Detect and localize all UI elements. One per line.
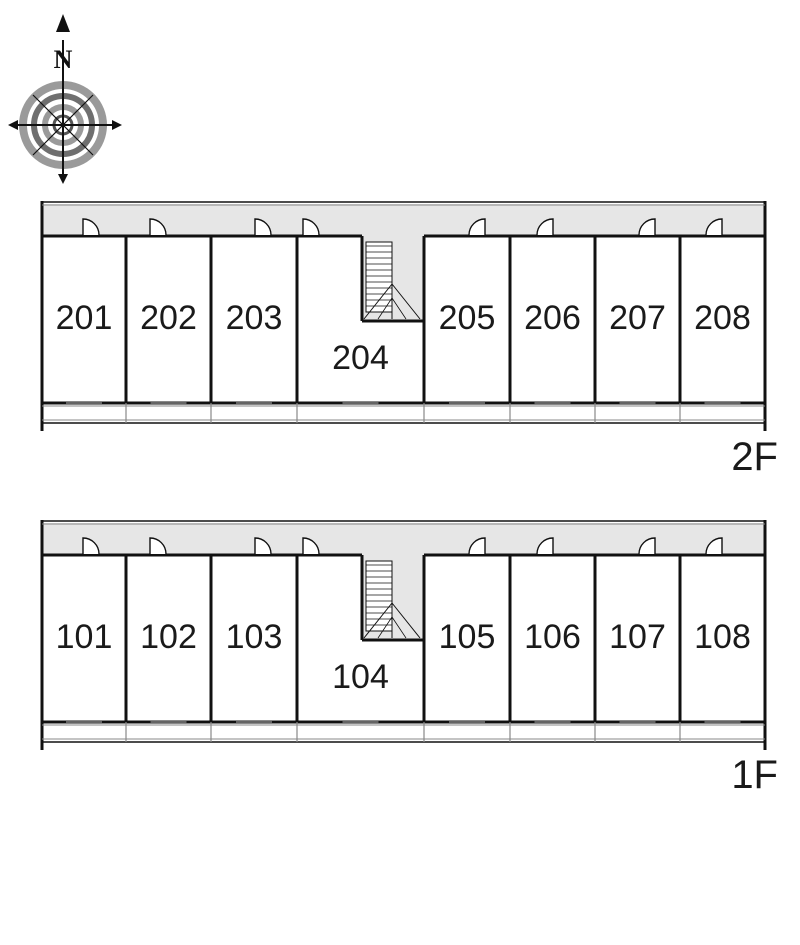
unit-label: 202 <box>140 299 197 337</box>
door-icon <box>468 218 486 236</box>
unit-label: 206 <box>524 299 581 337</box>
door-icon <box>705 537 723 555</box>
unit-label: 204 <box>332 339 389 377</box>
unit-label: 208 <box>694 299 751 337</box>
unit-label: 108 <box>694 618 751 656</box>
staircase-icon <box>363 560 421 639</box>
north-arrow-icon <box>56 14 70 32</box>
door-icon <box>536 537 554 555</box>
unit-label: 105 <box>439 618 496 656</box>
door-icon <box>254 537 272 555</box>
staircase-icon <box>363 241 421 320</box>
floor-1F: 101 102 103 104 105 106 107 108 1F <box>40 520 778 797</box>
door-icon <box>638 537 656 555</box>
unit-label: 203 <box>226 299 283 337</box>
floor-label: 1F <box>731 753 778 797</box>
door-icon <box>536 218 554 236</box>
floor-2F: 201 202 203 204 205 206 207 208 2F <box>40 201 778 479</box>
door-icon <box>149 537 167 555</box>
unit-label: 107 <box>609 618 666 656</box>
door-icon <box>82 218 100 236</box>
door-icon <box>468 537 486 555</box>
door-icon <box>302 218 320 236</box>
door-icon <box>82 537 100 555</box>
unit-label: 104 <box>332 658 389 696</box>
compass-icon: N <box>8 14 122 184</box>
unit-label: 106 <box>524 618 581 656</box>
compass-north-label: N <box>54 45 73 74</box>
door-icon <box>705 218 723 236</box>
unit-label: 207 <box>609 299 666 337</box>
door-icon <box>302 537 320 555</box>
unit-label: 201 <box>56 299 113 337</box>
door-icon <box>638 218 656 236</box>
door-icon <box>149 218 167 236</box>
door-icon <box>254 218 272 236</box>
unit-label: 102 <box>140 618 197 656</box>
floor-label: 2F <box>731 435 778 479</box>
unit-label: 205 <box>439 299 496 337</box>
unit-label: 103 <box>226 618 283 656</box>
unit-label: 101 <box>56 618 113 656</box>
